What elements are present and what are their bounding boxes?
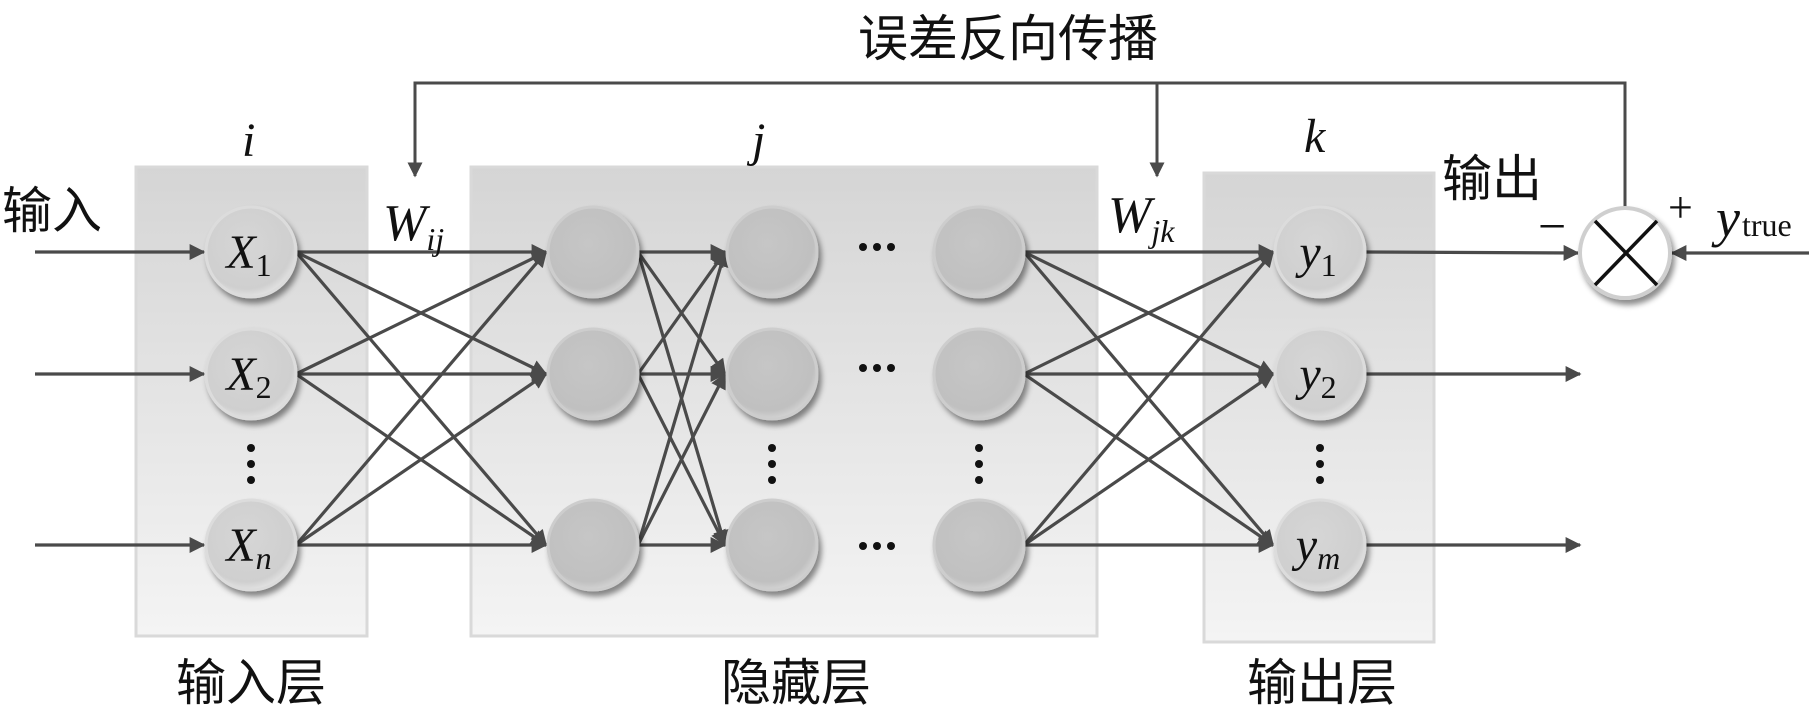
edge-hidden-3-to-output-1 bbox=[1022, 250, 1275, 547]
input-index-symbol: i bbox=[242, 114, 255, 167]
hidden-node-c3-r2-circle bbox=[932, 327, 1026, 421]
input-node-label-2: X2 bbox=[224, 348, 271, 405]
hidden-node-c1-r2-circle bbox=[546, 327, 640, 421]
hidden-node-c1-r1 bbox=[546, 205, 640, 299]
diagram-title: 误差反向传播 bbox=[858, 10, 1158, 68]
input-node-1: X1 bbox=[204, 205, 298, 299]
hidden-node-c1-r3 bbox=[546, 498, 640, 592]
weight-input-hidden: Wij bbox=[383, 195, 444, 257]
output-index-symbol: k bbox=[1304, 110, 1327, 163]
hidden-node-c1-r3-circle bbox=[546, 498, 640, 592]
hidden-node-c3-r3 bbox=[932, 498, 1026, 592]
edge-hidden1-3-to-hidden2-2 bbox=[636, 372, 727, 546]
hidden-index-symbol: j bbox=[746, 114, 765, 167]
hidden-node-c3-r3-circle bbox=[932, 498, 1026, 592]
hidden-col2-vertical-ellipsis bbox=[768, 444, 776, 484]
edge-hidden-3-to-output-2 bbox=[1023, 372, 1275, 547]
hidden-node-c2-r3-circle bbox=[725, 498, 819, 592]
hidden-node-c2-r1-circle bbox=[725, 205, 819, 299]
input-node-label-n: Xn bbox=[224, 519, 271, 576]
hidden-node-c3-r1-circle bbox=[932, 205, 1026, 299]
hidden-node-c1-r1-circle bbox=[546, 205, 640, 299]
input-node-n: Xn bbox=[204, 498, 298, 592]
comparator-cross-icon-2 bbox=[1593, 219, 1659, 287]
input-node-2-circle bbox=[204, 327, 298, 421]
hidden-node-c2-r2 bbox=[725, 327, 819, 421]
output-node-label-1: y1 bbox=[1294, 226, 1336, 283]
output-node-label-m: ym bbox=[1291, 519, 1340, 576]
hidden-horizontal-ellipsis-3 bbox=[859, 542, 895, 550]
target-label: ytrue bbox=[1711, 188, 1792, 248]
edge-input-3-to-hidden-2 bbox=[295, 372, 548, 547]
hidden-node-c2-r3 bbox=[725, 498, 819, 592]
output-node-m-circle bbox=[1273, 498, 1367, 592]
output-node-1: y1 bbox=[1273, 205, 1367, 299]
input-node-2: X2 bbox=[204, 327, 298, 421]
input-node-1-circle bbox=[204, 205, 298, 299]
output-node-1-circle bbox=[1273, 205, 1367, 299]
edge-input-3-to-hidden-1 bbox=[294, 250, 548, 547]
ellipses bbox=[247, 243, 1324, 550]
error-backprop-path bbox=[407, 81, 1627, 208]
output-layer-caption: 输出层 bbox=[1247, 654, 1397, 711]
hidden-node-c1-r2 bbox=[546, 327, 640, 421]
hidden-horizontal-ellipsis-1 bbox=[859, 243, 895, 251]
input-node-label-1: X1 bbox=[224, 226, 271, 283]
hidden-node-c2-r2-circle bbox=[725, 327, 819, 421]
output-node-2-circle bbox=[1273, 327, 1367, 421]
hidden-node-c3-r2 bbox=[932, 327, 1026, 421]
output-label: 输出 bbox=[1442, 150, 1542, 208]
connections bbox=[35, 244, 1809, 553]
output-node-m: ym bbox=[1273, 498, 1367, 592]
edge-hidden1-2-to-hidden2-1 bbox=[636, 250, 727, 375]
input-vertical-ellipsis bbox=[247, 444, 255, 484]
output-to-comparator-line bbox=[1364, 244, 1580, 261]
weight-hidden-output: Wjk bbox=[1108, 187, 1175, 249]
hidden-horizontal-ellipsis-2 bbox=[859, 364, 895, 372]
input-label: 输入 bbox=[2, 182, 102, 240]
error-comparator bbox=[1578, 206, 1672, 300]
hidden-node-c2-r1 bbox=[725, 205, 819, 299]
input-node-n-circle bbox=[204, 498, 298, 592]
plus-sign: + bbox=[1668, 183, 1693, 232]
hidden-col3-vertical-ellipsis bbox=[975, 444, 983, 484]
output-node-2: y2 bbox=[1273, 327, 1367, 421]
output-vertical-ellipsis bbox=[1316, 444, 1324, 484]
hidden-node-c3-r1 bbox=[932, 205, 1026, 299]
edge-input-2-to-hidden-1 bbox=[295, 250, 548, 376]
hidden-layer-caption: 隐藏层 bbox=[721, 654, 871, 711]
minus-sign: − bbox=[1538, 198, 1566, 254]
feedback-line bbox=[407, 81, 1627, 208]
input-layer-caption: 输入层 bbox=[176, 654, 326, 711]
output-node-label-2: y2 bbox=[1294, 348, 1336, 405]
edge-hidden-2-to-output-1 bbox=[1023, 250, 1275, 376]
edge-hidden1-3-to-hidden2-1 bbox=[636, 250, 729, 546]
